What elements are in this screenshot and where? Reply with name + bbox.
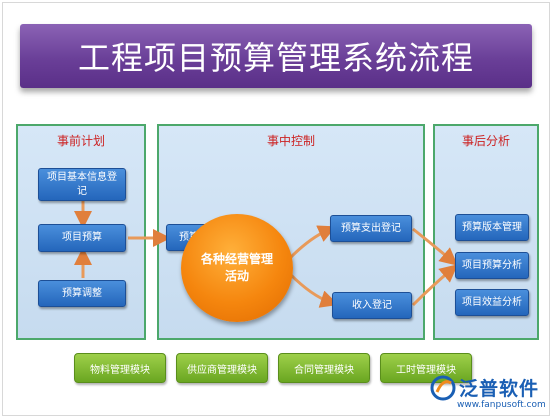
- node-adjust: 预算调整: [38, 280, 126, 307]
- brand-url: www.fanpusoft.com: [457, 400, 546, 410]
- node-income: 收入登记: [332, 292, 412, 319]
- panel-title-after: 事后分析: [461, 134, 510, 148]
- brand-logo-icon: [430, 375, 456, 401]
- node-adjust-label: 预算调整: [62, 287, 102, 299]
- module-material-label: 物料管理模块: [90, 364, 150, 376]
- node-benefit-label: 项目效益分析: [462, 296, 522, 308]
- node-analysis: 项目预算分析: [455, 252, 529, 279]
- arrow-expense-to-analysis: [412, 227, 458, 266]
- node-expense-label: 预算支出登记: [341, 222, 401, 234]
- node-basic-info-label: 项目基本信息登记: [47, 171, 117, 197]
- arrow-income-to-analysis: [411, 264, 458, 307]
- module-worktime-label: 工时管理模块: [396, 364, 456, 376]
- node-expense: 预算支出登记: [330, 215, 412, 242]
- node-income-label: 收入登记: [352, 299, 392, 311]
- diagram-title: 工程项目预算管理系统流程: [77, 39, 474, 77]
- arrow-activities-to-income: [288, 272, 339, 308]
- module-worktime: 工时管理模块: [380, 353, 472, 383]
- node-analysis-label: 项目预算分析: [462, 259, 522, 271]
- brand-name: 泛普软件: [459, 378, 540, 400]
- node-version: 预算版本管理: [455, 214, 529, 241]
- panel-title-during: 事中控制: [266, 134, 315, 148]
- node-basic-info: 项目基本信息登记: [38, 168, 126, 201]
- panel-title-before: 事前计划: [56, 134, 105, 148]
- brand-watermark: 泛普软件 www.fanpusoft.com: [421, 372, 551, 416]
- module-contract-label: 合同管理模块: [294, 364, 354, 376]
- node-version-label: 预算版本管理: [462, 221, 522, 233]
- module-supplier: 供应商管理模块: [176, 353, 268, 383]
- module-material: 物料管理模块: [74, 353, 166, 383]
- node-activities-label: 各种经营管理活动: [200, 252, 273, 283]
- arrow-activities-to-expense: [288, 225, 337, 260]
- title-banner: 工程项目预算管理系统流程: [20, 24, 532, 88]
- node-activities: 各种经营管理活动: [181, 214, 293, 322]
- node-benefit: 项目效益分析: [455, 289, 529, 316]
- node-budget-label: 项目预算: [62, 232, 102, 243]
- module-supplier-label: 供应商管理模块: [187, 364, 257, 376]
- module-contract: 合同管理模块: [278, 353, 370, 383]
- node-budget: 项目预算: [38, 224, 126, 252]
